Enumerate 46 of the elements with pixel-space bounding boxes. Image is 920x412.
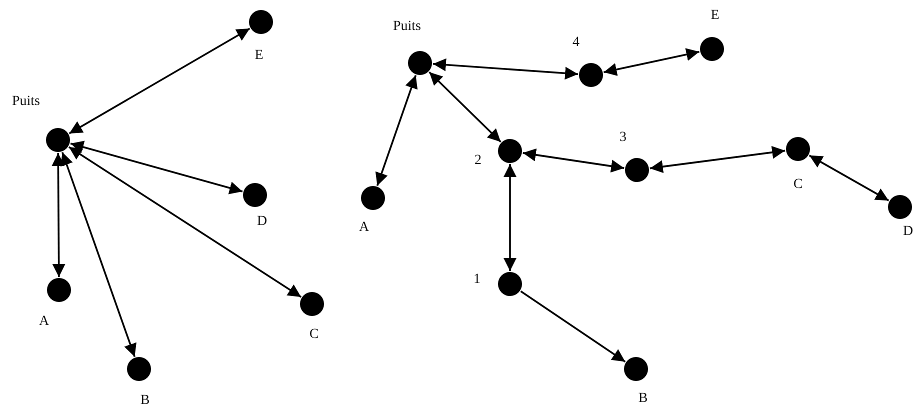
node-dot bbox=[408, 51, 432, 75]
node-label: 2 bbox=[474, 153, 482, 169]
node-dot bbox=[579, 63, 603, 87]
node-label: B bbox=[140, 393, 150, 409]
node-label: E bbox=[254, 48, 264, 64]
arrow bbox=[68, 146, 302, 298]
node-dot bbox=[624, 357, 648, 381]
arrow bbox=[520, 290, 626, 362]
node-dot bbox=[625, 158, 649, 182]
node-dot bbox=[127, 357, 151, 381]
arrow bbox=[604, 48, 700, 76]
arrow bbox=[808, 154, 890, 202]
arrow bbox=[60, 152, 136, 358]
node-label: C bbox=[309, 327, 319, 343]
node-label: D bbox=[902, 224, 914, 240]
arrow bbox=[52, 153, 66, 277]
node-label: 4 bbox=[572, 35, 580, 51]
node-dot bbox=[46, 128, 70, 152]
arrow bbox=[650, 146, 786, 174]
node-dot bbox=[243, 183, 267, 207]
node-dot bbox=[786, 137, 810, 161]
node-label: Puits bbox=[393, 19, 421, 35]
node-label: Puits bbox=[12, 94, 40, 110]
node-label: C bbox=[793, 177, 803, 193]
arrow bbox=[70, 140, 243, 194]
node-dot bbox=[498, 139, 522, 163]
node-dot bbox=[700, 37, 724, 61]
node-dot bbox=[498, 272, 522, 296]
node-label: A bbox=[38, 314, 50, 330]
node-dot bbox=[300, 292, 324, 316]
node-label: 1 bbox=[474, 272, 480, 288]
node-dot bbox=[249, 10, 273, 34]
arrow bbox=[432, 58, 578, 80]
arrow bbox=[522, 148, 624, 173]
node-dot bbox=[888, 195, 912, 219]
arrow bbox=[68, 28, 250, 134]
node-label: B bbox=[638, 391, 648, 407]
arrow bbox=[375, 74, 418, 186]
node-label: D bbox=[256, 214, 268, 230]
node-dot bbox=[47, 278, 71, 302]
node-label: A bbox=[358, 220, 370, 236]
arrow bbox=[428, 71, 502, 143]
node-label: 3 bbox=[620, 130, 626, 146]
arrow bbox=[504, 164, 516, 271]
node-label: E bbox=[710, 8, 720, 24]
node-dot bbox=[361, 186, 385, 210]
